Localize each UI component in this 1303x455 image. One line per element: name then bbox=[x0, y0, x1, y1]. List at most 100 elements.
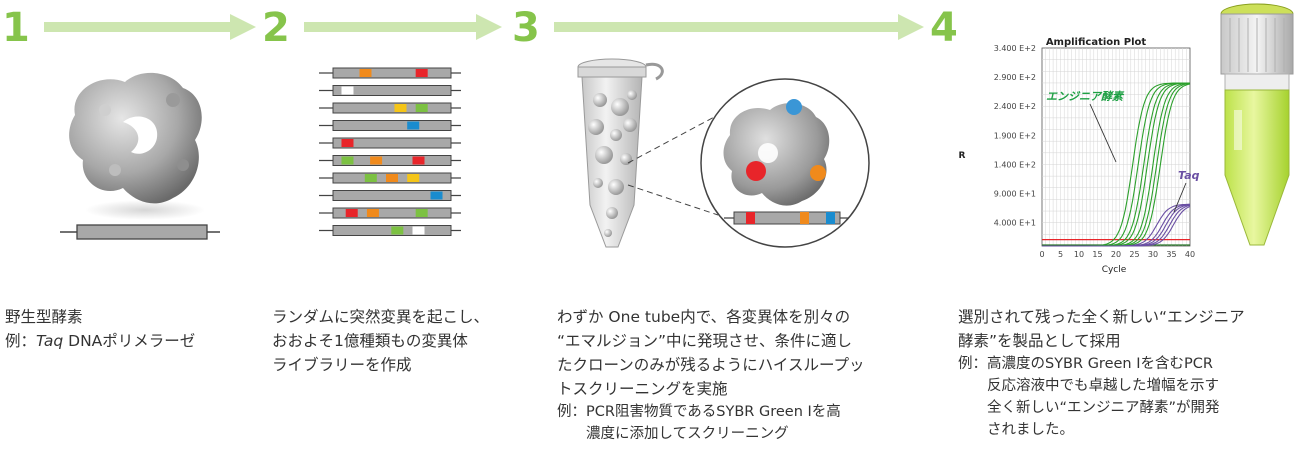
mutation-mark bbox=[394, 104, 407, 112]
caption-step-4-line: 選別されて残った全く新しい“エンジニア bbox=[958, 308, 1245, 326]
example-line: 全く新しい“エンジニア酵素”が開発 bbox=[987, 400, 1220, 416]
zoom-line-top bbox=[627, 114, 719, 164]
zoom-line-bottom bbox=[627, 184, 719, 216]
mutation-mark bbox=[415, 69, 428, 77]
caption-step-1-title: 野生型酵素 bbox=[5, 308, 83, 326]
protein-shadow bbox=[85, 200, 205, 220]
x-tick-label: 15 bbox=[1092, 250, 1102, 259]
caption-step-3-line: わずか One tube内で、各変異体を別々の bbox=[557, 308, 851, 326]
step-arrow-2 bbox=[304, 14, 502, 40]
caption-step-2-line: ライブラリーを作成 bbox=[272, 356, 412, 374]
example-italic: Taq bbox=[36, 332, 64, 350]
y-tick-label: 9.000 E+1 bbox=[994, 190, 1036, 199]
library-row-bar bbox=[332, 102, 452, 114]
protein-cleft bbox=[758, 143, 778, 163]
caption-step-3-line: “エマルジョン”中に発現させ、条件に適し bbox=[557, 332, 853, 350]
mutation-mark bbox=[341, 156, 354, 165]
emulsion-tube bbox=[581, 76, 643, 248]
example-rest: DNAポリメラーゼ bbox=[63, 332, 196, 350]
emulsion-droplets bbox=[588, 90, 637, 237]
mutation-blue bbox=[786, 99, 802, 115]
mutation-mark bbox=[345, 209, 358, 217]
tube-neck bbox=[1224, 73, 1290, 91]
example-label: 例： bbox=[5, 332, 37, 350]
caption-step-2-line: ランダムに突然変異を起こし、 bbox=[272, 308, 490, 326]
mutation-mark bbox=[386, 174, 398, 182]
y-tick-label: 3.400 E+2 bbox=[994, 44, 1036, 53]
y-tick-label: 1.400 E+2 bbox=[994, 160, 1036, 169]
caption-step-4-line: 酵素”を製品として採用 bbox=[958, 332, 1121, 350]
mutation-mark bbox=[364, 174, 377, 182]
example-line: 反応溶液中でも卓越した増幅を示す bbox=[987, 378, 1219, 394]
caption-step-3-line: たクローンのみが残るようにハイスループッ bbox=[557, 356, 865, 374]
cap-ridges bbox=[1229, 18, 1285, 72]
mutation-mark bbox=[412, 226, 425, 235]
mutant-library-illustration bbox=[319, 67, 461, 236]
y-axis-label: R bbox=[959, 151, 966, 161]
step-number-1: 1 bbox=[2, 5, 30, 51]
caption-step-3-example: 例： PCR阻害物質であるSYBR Green Iを高 濃度に添加してスクリーニ… bbox=[557, 401, 927, 445]
caption-step-2-line: おおよそ1億種類もの変異体 bbox=[272, 332, 468, 350]
selected-gene-mutation bbox=[746, 212, 755, 224]
library-row-bar bbox=[332, 207, 452, 219]
mutation-red bbox=[746, 161, 766, 181]
x-tick-label: 20 bbox=[1111, 250, 1121, 259]
example-label: 例： bbox=[557, 404, 586, 420]
legend-taq: Taq bbox=[1178, 169, 1200, 182]
mutation-mark bbox=[415, 209, 428, 217]
caption-step-4-example: 例： 高濃度のSYBR Green Iを含むPCR 反応溶液中でも卓越した増幅を… bbox=[958, 353, 1298, 441]
amplification-plot: 4.000 E+19.000 E+11.400 E+21.900 E+22.40… bbox=[959, 37, 1200, 275]
step-number-4: 4 bbox=[930, 5, 958, 51]
protein-bump bbox=[99, 104, 111, 116]
caption-step-4: 選別されて残った全く新しい“エンジニア 酵素”を製品として採用 例： 高濃度のS… bbox=[958, 305, 1298, 441]
wild-type-gene-bar bbox=[76, 224, 208, 240]
library-row-bar bbox=[332, 155, 452, 166]
x-tick-label: 0 bbox=[1039, 250, 1044, 259]
step-number-2: 2 bbox=[262, 5, 290, 51]
step-arrow-1 bbox=[44, 14, 256, 40]
engineered-enzyme-tube bbox=[1220, 3, 1294, 246]
y-tick-label: 4.000 E+1 bbox=[994, 219, 1036, 228]
emulsion-screening-illustration bbox=[577, 58, 870, 248]
mutation-mark bbox=[366, 209, 379, 217]
library-row-bar bbox=[332, 120, 452, 131]
example-body: PCR阻害物質であるSYBR Green Iを高 濃度に添加してスクリーニング bbox=[586, 401, 927, 445]
selected-gene-mutation bbox=[800, 212, 809, 224]
x-axis-label: Cycle bbox=[1102, 265, 1127, 275]
caption-step-2: ランダムに突然変異を起こし、 おおよそ1億種類もの変異体 ライブラリーを作成 bbox=[272, 305, 527, 377]
tube-highlight bbox=[1234, 110, 1242, 150]
step-arrow-3 bbox=[554, 14, 924, 40]
mutation-mark bbox=[341, 139, 354, 147]
selected-gene-mutation bbox=[826, 212, 835, 224]
example-line: 濃度に添加してスクリーニング bbox=[586, 426, 789, 442]
mutation-mark bbox=[391, 226, 404, 235]
example-line: PCR阻害物質であるSYBR Green Iを高 bbox=[586, 404, 841, 420]
mutation-mark bbox=[407, 121, 420, 130]
tube-cap-rim bbox=[577, 66, 647, 78]
x-tick-label: 5 bbox=[1058, 250, 1063, 259]
library-row-bar bbox=[332, 85, 452, 96]
x-tick-label: 10 bbox=[1074, 250, 1084, 259]
mutation-orange bbox=[810, 165, 826, 181]
protein-structure bbox=[69, 72, 202, 204]
mutation-mark bbox=[370, 156, 383, 165]
wild-type-enzyme-illustration bbox=[60, 72, 220, 240]
legend-engineered-enzyme: エンジニア酵素 bbox=[1046, 90, 1125, 103]
library-row-bar bbox=[332, 67, 452, 79]
mutation-mark bbox=[415, 104, 428, 112]
taq-curve bbox=[1042, 205, 1191, 247]
y-tick-label: 2.400 E+2 bbox=[994, 102, 1036, 111]
mutation-mark bbox=[412, 156, 425, 165]
mutation-mark bbox=[359, 69, 372, 77]
caption-step-1-example: 例：Taq DNAポリメラーゼ bbox=[5, 329, 250, 353]
caption-step-3: わずか One tube内で、各変異体を別々の “エマルジョン”中に発現させ、条… bbox=[557, 305, 927, 445]
x-tick-label: 35 bbox=[1166, 250, 1176, 259]
example-line: 高濃度のSYBR Green Iを含むPCR bbox=[987, 356, 1213, 372]
example-label: 例： bbox=[958, 356, 987, 372]
protein-bump bbox=[109, 164, 121, 176]
mutation-mark bbox=[407, 174, 420, 182]
caption-step-1: 野生型酵素 例：Taq DNAポリメラーゼ bbox=[5, 305, 250, 353]
protein-bump bbox=[166, 93, 180, 107]
x-tick-label: 30 bbox=[1148, 250, 1158, 259]
caption-step-3-line: トスクリーニングを実施 bbox=[557, 380, 728, 398]
